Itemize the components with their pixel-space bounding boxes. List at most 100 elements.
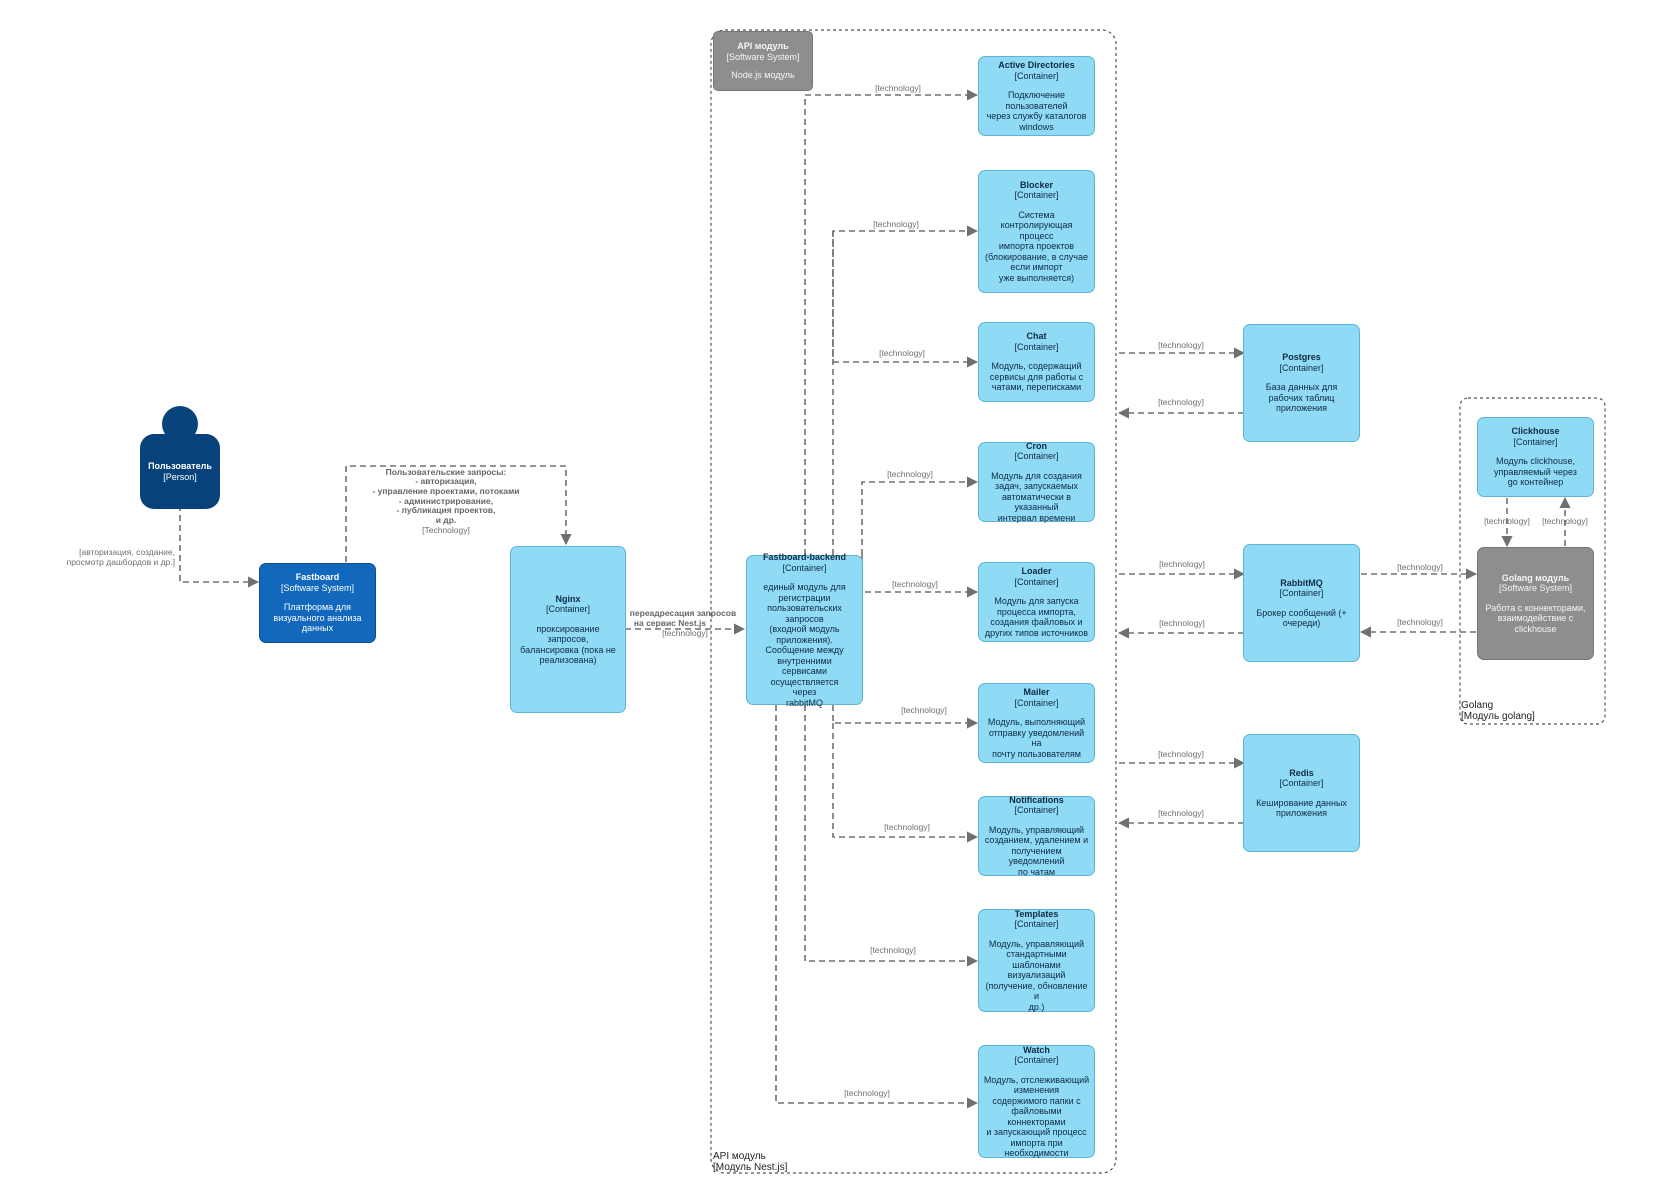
edge-backend-mailer bbox=[832, 705, 979, 729]
nginx-desc: проксирование запросов, балансировка (по… bbox=[520, 623, 616, 666]
edge-label-notifications: [technology] bbox=[884, 822, 930, 832]
edge-label-watch: [technology] bbox=[844, 1088, 890, 1098]
edge-label-nginx-backend-tech: [technology] bbox=[662, 628, 708, 638]
service-name: Watch bbox=[1023, 1044, 1050, 1055]
service-chat[interactable]: Chat [Container] Модуль, содержащий серв… bbox=[978, 322, 1095, 402]
redis-desc: Кеширование данных приложения bbox=[1256, 797, 1347, 819]
golang-system-kind: [Software System] bbox=[1498, 583, 1573, 594]
service-kind: [Container] bbox=[1014, 919, 1059, 930]
postgres-container[interactable]: Postgres [Container] База данных для раб… bbox=[1243, 324, 1360, 442]
edge-label-nginx-backend-1: переадресация запросов bbox=[630, 608, 736, 618]
edge-label-clickhouse-golang: [technology] bbox=[1484, 516, 1530, 526]
edge-label-postgres-api: [technology] bbox=[1158, 397, 1204, 407]
service-name: Templates bbox=[1014, 908, 1059, 919]
person-name: Пользователь bbox=[148, 460, 212, 471]
service-name: Cron bbox=[1026, 440, 1047, 451]
edge-label-person-fastboard-2: просмотр дашбордов и др.] bbox=[67, 557, 175, 567]
edge-fastboard-nginx bbox=[345, 465, 572, 562]
edge-label-rabbitmq-golang: [technology] bbox=[1397, 562, 1443, 572]
api-system-desc: Node.js модуль bbox=[731, 70, 795, 81]
backend-kind: [Container] bbox=[782, 562, 827, 573]
edge-label-fastboard-nginx-tech: [Technology] bbox=[422, 525, 470, 535]
fastboard-kind: [Software System] bbox=[280, 582, 355, 593]
edge-label-active-directories: [technology] bbox=[875, 83, 921, 93]
service-kind: [Container] bbox=[1014, 190, 1059, 201]
edge-backend-blocker bbox=[832, 225, 979, 555]
api-system-name: API модуль bbox=[737, 41, 789, 52]
backend-name: Fastboard-backend bbox=[762, 552, 847, 562]
service-loader[interactable]: Loader [Container] Модуль для запуска пр… bbox=[978, 562, 1095, 642]
backend-desc: единый модуль для регистрации пользовате… bbox=[763, 582, 846, 708]
api-boundary-label-1: API модуль bbox=[713, 1151, 766, 1162]
service-notifications[interactable]: Notifications [Container] Модуль, управл… bbox=[978, 795, 1095, 877]
redis-container[interactable]: Redis [Container] Кеширование данных при… bbox=[1243, 734, 1360, 852]
service-kind: [Container] bbox=[1014, 697, 1059, 708]
fastboard-backend-container[interactable]: Fastboard-backend [Container] единый мод… bbox=[746, 552, 863, 708]
service-watch[interactable]: Watch [Container] Модуль, отслеживающий … bbox=[978, 1045, 1095, 1158]
nginx-container[interactable]: Nginx [Container] проксирование запросов… bbox=[510, 546, 626, 713]
service-desc: Модуль для запуска процесса импорта, соз… bbox=[984, 596, 1089, 638]
golang-system-name: Golang модуль bbox=[1501, 572, 1570, 583]
edge-person-fastboard bbox=[179, 505, 260, 588]
service-desc: Модуль для создания задач, запускаемых а… bbox=[991, 470, 1082, 523]
api-module-system[interactable]: API модуль [Software System] Node.js мод… bbox=[713, 31, 813, 91]
service-blocker[interactable]: Blocker [Container] Система контролирующ… bbox=[978, 170, 1095, 293]
rabbitmq-name: RabbitMQ bbox=[1280, 577, 1323, 588]
person-user[interactable]: Пользователь [Person] bbox=[140, 406, 220, 509]
golang-system-desc: Работа с коннекторами, взаимодействие с … bbox=[1485, 602, 1586, 634]
api-module-boundary bbox=[710, 29, 1117, 1174]
edge-label-fastboard-nginx-3: - управление проектами, потоками bbox=[372, 486, 519, 496]
edge-label-api-redis: [technology] bbox=[1158, 749, 1204, 759]
edge-label-blocker: [technology] bbox=[873, 219, 919, 229]
nginx-name: Nginx bbox=[555, 593, 581, 604]
postgres-desc: База данных для рабочих таблиц приложени… bbox=[1265, 382, 1338, 414]
golang-module-system[interactable]: Golang модуль [Software System] Работа с… bbox=[1477, 547, 1594, 660]
edge-label-golang-clickhouse: [technology] bbox=[1542, 516, 1588, 526]
rabbitmq-desc: Брокер сообщений (+ очереди) bbox=[1256, 607, 1347, 629]
edge-backend-notifications bbox=[832, 723, 979, 843]
edge-backend-watch bbox=[775, 705, 979, 1109]
service-kind: [Container] bbox=[1014, 70, 1059, 81]
fastboard-desc: Платформа для визуального анализа данных bbox=[273, 602, 362, 634]
edge-label-fastboard-nginx-4: - администрирование, bbox=[399, 496, 493, 506]
service-desc: Модуль, содержащий сервисы для работы с … bbox=[989, 361, 1084, 393]
edge-label-person-fastboard-1: [авторизация, создание, bbox=[79, 547, 175, 557]
edge-label-fastboard-nginx-1: Пользовательские запросы: bbox=[386, 467, 507, 477]
service-desc: Модуль, управляющий созданием, удалением… bbox=[984, 824, 1089, 877]
redis-kind: [Container] bbox=[1279, 778, 1324, 788]
edge-label-rabbitmq-api: [technology] bbox=[1159, 618, 1205, 628]
clickhouse-desc: Модуль clickhouse, управляемый через go … bbox=[1494, 456, 1577, 488]
edge-label-nginx-backend-2: на сервис Nest.js bbox=[634, 618, 707, 628]
service-kind: [Container] bbox=[1014, 805, 1059, 816]
redis-name: Redis bbox=[1289, 767, 1314, 778]
service-desc: Подключение пользователей через службу к… bbox=[986, 90, 1087, 132]
service-name: Mailer bbox=[1023, 687, 1050, 697]
clickhouse-name: Clickhouse bbox=[1511, 426, 1560, 437]
person-kind: [Person] bbox=[163, 471, 197, 482]
edge-label-mailer: [technology] bbox=[901, 705, 947, 715]
service-active-directories[interactable]: Active Directories [Container] Подключен… bbox=[978, 56, 1095, 136]
edge-backend-active-directories bbox=[804, 89, 979, 555]
golang-module-boundary bbox=[1459, 397, 1606, 725]
golang-boundary-label-2: [Модуль golang] bbox=[1461, 711, 1535, 722]
edge-label-golang-rabbitmq: [technology] bbox=[1397, 617, 1443, 627]
fastboard-system[interactable]: Fastboard [Software System] Платформа дл… bbox=[259, 563, 376, 643]
golang-boundary-label-1: Golang bbox=[1461, 700, 1493, 711]
service-name: Loader bbox=[1021, 566, 1052, 576]
clickhouse-kind: [Container] bbox=[1513, 436, 1558, 447]
edge-label-fastboard-nginx-2: - авторизация, bbox=[415, 476, 476, 486]
service-cron[interactable]: Cron [Container] Модуль для создания зад… bbox=[978, 440, 1095, 523]
postgres-name: Postgres bbox=[1282, 352, 1321, 363]
edge-label-cron: [technology] bbox=[887, 469, 933, 479]
service-templates[interactable]: Templates [Container] Модуль, управляющи… bbox=[978, 909, 1095, 1012]
rabbitmq-container[interactable]: RabbitMQ [Container] Брокер сообщений (+… bbox=[1243, 544, 1360, 662]
rabbitmq-kind: [Container] bbox=[1279, 588, 1324, 598]
nginx-kind: [Container] bbox=[545, 604, 591, 614]
service-mailer[interactable]: Mailer [Container] Модуль, выполняющий о… bbox=[978, 683, 1095, 763]
edge-backend-templates bbox=[804, 705, 979, 967]
clickhouse-container[interactable]: Clickhouse [Container] Модуль clickhouse… bbox=[1477, 417, 1594, 497]
postgres-kind: [Container] bbox=[1279, 362, 1324, 373]
edge-label-templates: [technology] bbox=[870, 945, 916, 955]
api-system-kind: [Software System] bbox=[726, 51, 800, 62]
service-kind: [Container] bbox=[1014, 341, 1059, 352]
